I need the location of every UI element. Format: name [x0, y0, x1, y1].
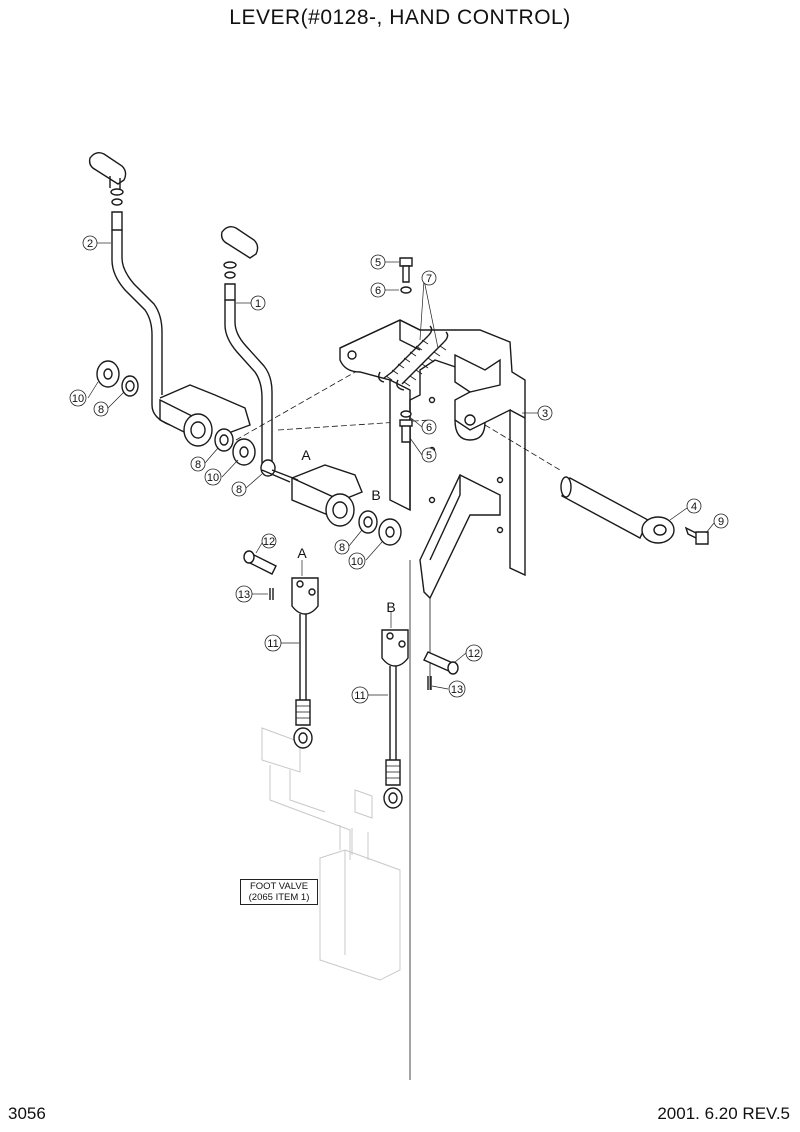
svg-text:8: 8	[195, 459, 201, 471]
page-number: 3056	[8, 1104, 46, 1123]
lever-1	[220, 225, 273, 470]
callout-10-a: 10	[69, 389, 87, 407]
bolts-and-nuts	[399, 257, 413, 443]
linkage-rod-a	[291, 577, 319, 749]
main-bracket	[339, 319, 526, 600]
leader-lines	[87, 242, 715, 696]
svg-text:10: 10	[351, 556, 363, 568]
callout-11-a: 11	[264, 634, 282, 652]
callout-7: 7	[421, 270, 437, 286]
callout-9: 9	[713, 513, 729, 529]
revision-date: 2001. 6.20 REV.5	[657, 1104, 790, 1123]
svg-text:6: 6	[375, 285, 381, 297]
linkage-rod-b	[381, 629, 409, 809]
callout-2: 2	[82, 235, 98, 251]
label-a-upper: A	[301, 447, 311, 463]
svg-text:11: 11	[267, 638, 278, 650]
callout-8-c: 8	[231, 481, 247, 497]
callout-5-top: 5	[370, 254, 386, 270]
callout-13-b: 13	[448, 680, 466, 698]
callout-12-b: 12	[465, 644, 483, 662]
foot-valve-note: FOOT VALVE (2065 ITEM 1)	[240, 879, 318, 905]
label-a-lower: A	[297, 545, 307, 561]
svg-text:11: 11	[354, 690, 365, 702]
callout-1: 1	[250, 295, 266, 311]
svg-text:13: 13	[451, 684, 463, 696]
svg-text:5: 5	[426, 450, 432, 462]
svg-text:8: 8	[98, 404, 104, 416]
callout-12-a: 12	[261, 533, 277, 549]
svg-text:12: 12	[468, 648, 480, 660]
svg-text:2: 2	[87, 238, 93, 250]
svg-text:12: 12	[263, 536, 275, 548]
svg-text:5: 5	[375, 257, 381, 269]
svg-text:7: 7	[426, 273, 432, 285]
callout-6-top: 6	[370, 282, 386, 298]
bolt-9	[684, 526, 709, 545]
right-pivot-tube	[261, 464, 402, 546]
svg-text:9: 9	[718, 516, 724, 528]
clevis-pins	[243, 550, 459, 690]
callout-5-mid: 5	[421, 447, 437, 463]
callout-3: 3	[537, 405, 553, 421]
callout-10-c: 10	[348, 552, 366, 570]
callouts: 2 1 3 4 9 5 6 7 6 5 10 8 8 10 8 8 10 12 …	[69, 235, 729, 704]
callout-8-a: 8	[93, 401, 109, 417]
label-b-upper: B	[371, 487, 380, 503]
callout-8-d: 8	[334, 539, 350, 555]
label-b-lower: B	[386, 599, 395, 615]
foot-valve-note-line1: FOOT VALVE	[249, 881, 309, 892]
svg-text:6: 6	[426, 422, 432, 434]
svg-text:4: 4	[691, 501, 697, 513]
svg-text:1: 1	[255, 298, 261, 310]
foot-valve-note-line2: (2065 ITEM 1)	[248, 892, 310, 903]
svg-text:10: 10	[207, 472, 219, 484]
section-letters: A B A B	[297, 447, 395, 615]
callout-6-mid: 6	[421, 419, 437, 435]
foot-valve-ghost	[261, 727, 401, 981]
page-title: LEVER(#0128-, HAND CONTROL)	[229, 6, 571, 29]
callout-8-b: 8	[190, 456, 206, 472]
callout-10-b: 10	[204, 468, 222, 486]
callout-11-b: 11	[351, 686, 369, 704]
callout-13-a: 13	[235, 585, 253, 603]
svg-text:8: 8	[339, 542, 345, 554]
left-pivot-tube	[96, 360, 276, 477]
svg-text:8: 8	[236, 484, 242, 496]
springs	[377, 325, 449, 391]
lever-2	[88, 151, 163, 395]
svg-text:3: 3	[542, 408, 548, 420]
svg-text:13: 13	[238, 589, 250, 601]
svg-text:10: 10	[72, 393, 84, 405]
callout-4: 4	[686, 498, 702, 514]
pivot-pin	[484, 424, 675, 544]
